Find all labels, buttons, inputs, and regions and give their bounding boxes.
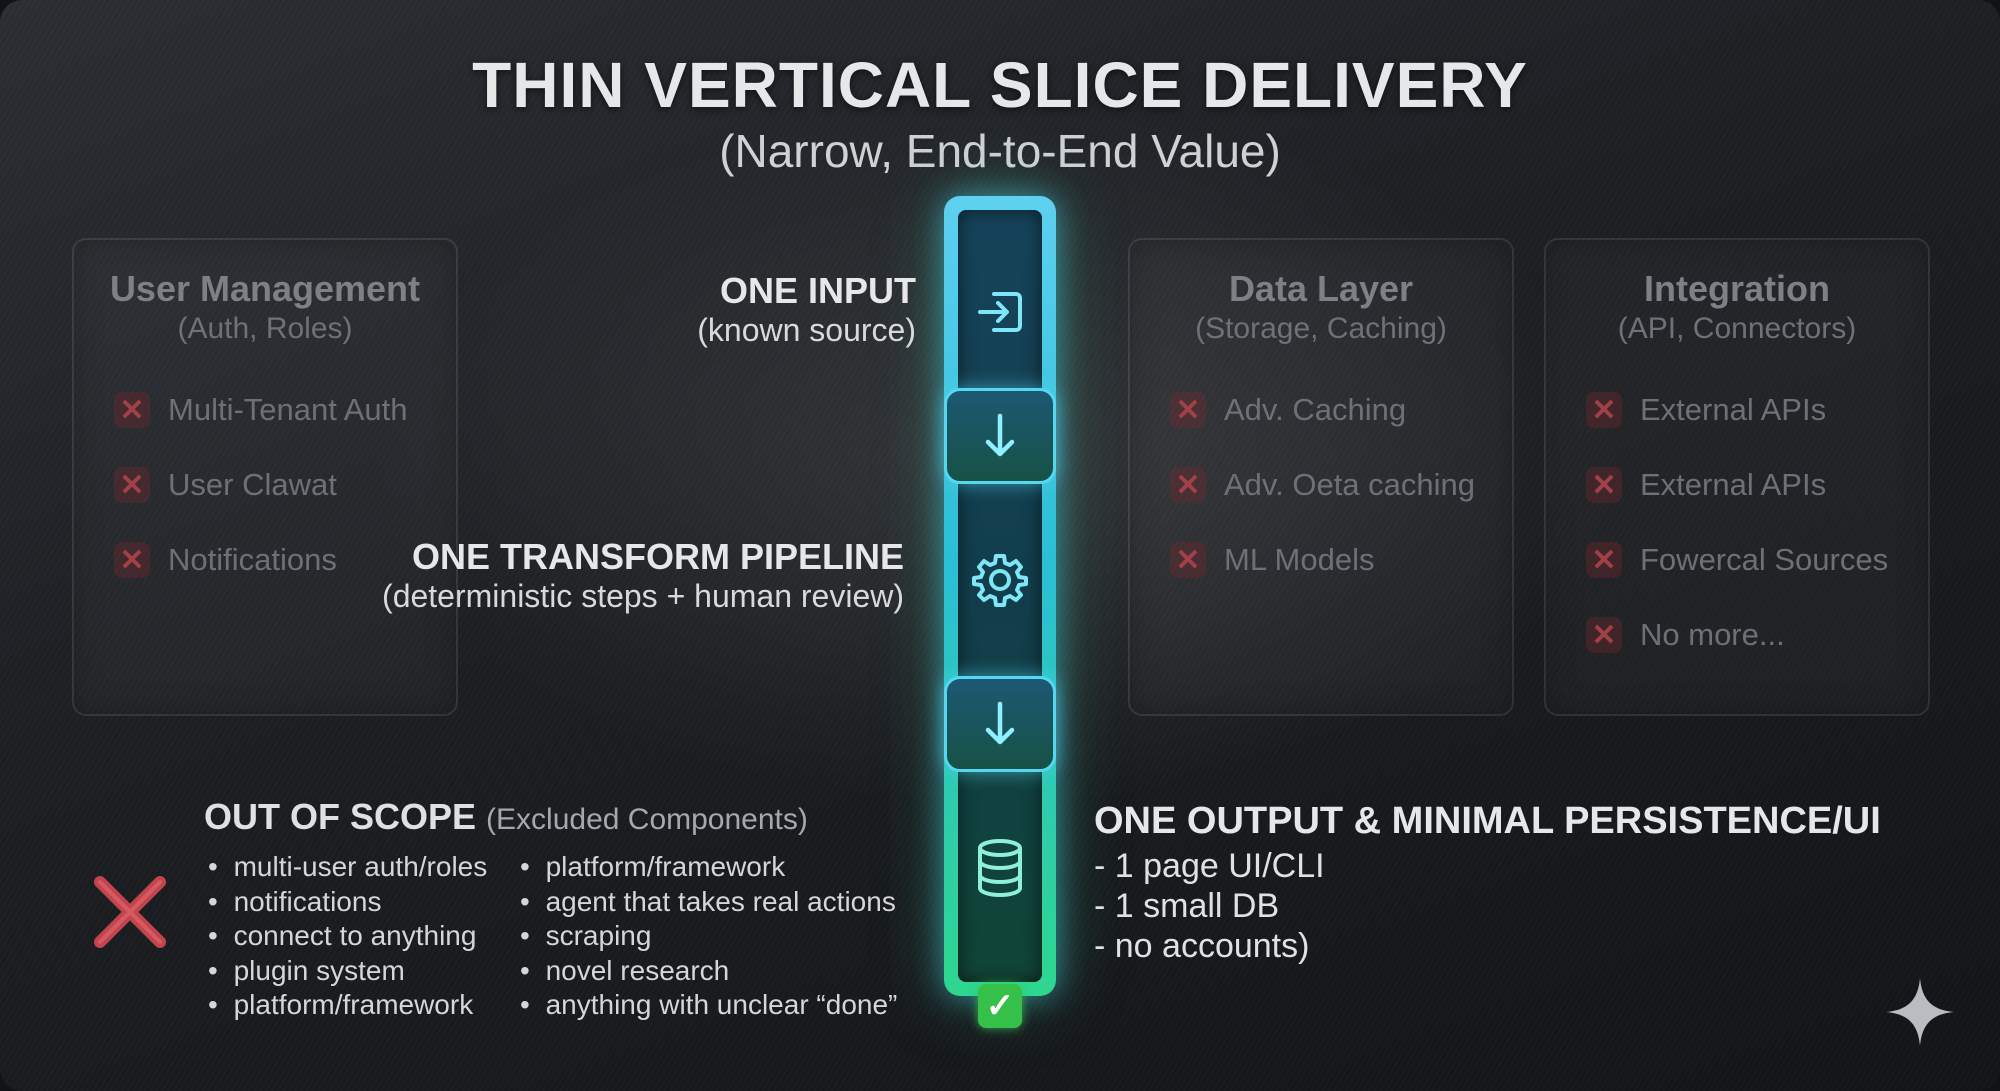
out-of-scope-heading: OUT OF SCOPE (Excluded Components)	[204, 796, 808, 838]
excluded-item: ✕ External APIs	[1586, 390, 1826, 430]
excluded-item: ✕ ML Models	[1170, 540, 1374, 580]
pipeline-title: ONE TRANSFORM PIPELINE	[411, 536, 904, 577]
output-list: - 1 page UI/CLI - 1 small DB - no accoun…	[1094, 846, 1325, 966]
x-icon: ✕	[1170, 542, 1206, 578]
list-item: novel research	[520, 954, 897, 989]
excluded-item: ✕ Adv. Caching	[1170, 390, 1406, 430]
panel-subtitle: (Auth, Roles)	[177, 312, 353, 345]
x-icon: ✕	[114, 467, 150, 503]
sign-in-icon	[944, 264, 1056, 360]
pipeline-label: ONE TRANSFORM PIPELINE (deterministic st…	[340, 536, 904, 615]
excluded-item: ✕ External APIs	[1586, 465, 1826, 505]
excluded-item-label: Notifications	[168, 542, 337, 577]
x-icon: ✕	[1586, 392, 1622, 428]
x-icon: ✕	[1586, 617, 1622, 653]
out-of-scope-list-2: platform/framework agent that takes real…	[520, 850, 898, 1023]
x-icon: ✕	[1170, 467, 1206, 503]
excluded-item: ✕ Notifications	[114, 540, 337, 580]
panel-data-layer: Data Layer (Storage, Caching) ✕ Adv. Cac…	[1128, 238, 1514, 716]
output-item: - 1 small DB	[1094, 887, 1280, 925]
out-of-scope-title: OUT OF SCOPE	[204, 796, 477, 837]
input-label: ONE INPUT (known source)	[560, 270, 916, 349]
excluded-item-label: Adv. Caching	[1224, 392, 1407, 427]
output-title: ONE OUTPUT & MINIMAL PERSISTENCE/UI	[1094, 800, 1881, 842]
panel-integration: Integration (API, Connectors) ✕ External…	[1544, 238, 1930, 716]
list-item: anything with unclear “done”	[520, 988, 898, 1023]
exclude-x-icon	[94, 876, 166, 948]
vertical-slice-bar: ✓	[944, 196, 1056, 1028]
x-icon: ✕	[114, 542, 150, 578]
excluded-item-label: ML Models	[1224, 542, 1375, 577]
x-icon: ✕	[114, 392, 150, 428]
panel-title: Data Layer	[1228, 268, 1414, 309]
panel-title: Integration	[1644, 268, 1830, 309]
gear-icon	[944, 532, 1056, 628]
x-icon: ✕	[1586, 542, 1622, 578]
x-icon: ✕	[1586, 467, 1622, 503]
pipeline-subtitle: (deterministic steps + human review)	[382, 578, 904, 614]
list-item: scraping	[520, 919, 897, 954]
list-item: platform/framework	[520, 850, 897, 885]
list-item: connect to anything	[208, 919, 487, 954]
output-item: - 1 page UI/CLI	[1094, 847, 1325, 885]
excluded-item: ✕ Adv. Oeta caching	[1170, 465, 1475, 505]
panel-title: User Management	[109, 268, 421, 309]
x-icon: ✕	[1170, 392, 1206, 428]
list-item: platform/framework	[208, 988, 487, 1023]
panel-user-management: User Management (Auth, Roles) ✕ Multi-Te…	[72, 238, 458, 716]
excluded-item: ✕ No more...	[1586, 615, 1785, 655]
excluded-item-label: External APIs	[1640, 392, 1827, 427]
list-item: multi-user auth/roles	[208, 850, 488, 885]
input-title: ONE INPUT	[719, 270, 916, 311]
excluded-item-label: No more...	[1640, 617, 1785, 652]
list-item: plugin system	[208, 954, 487, 989]
excluded-item: ✕ Multi-Tenant Auth	[114, 390, 408, 430]
list-item: agent that takes real actions	[520, 885, 897, 920]
output-item: - no accounts)	[1094, 927, 1310, 965]
arrow-down-icon	[944, 388, 1056, 484]
excluded-item: ✕ User Clawat	[114, 465, 337, 505]
out-of-scope-list-1: multi-user auth/roles notifications conn…	[208, 850, 488, 1023]
input-subtitle: (known source)	[697, 312, 916, 348]
arrow-down-icon	[944, 676, 1056, 772]
panel-subtitle: (Storage, Caching)	[1195, 312, 1447, 345]
list-item: notifications	[208, 885, 487, 920]
page-title: THIN VERTICAL SLICE DELIVERY	[472, 49, 1528, 121]
database-icon	[944, 820, 1056, 916]
excluded-item-label: External APIs	[1640, 467, 1827, 502]
excluded-item-label: Multi-Tenant Auth	[168, 392, 408, 427]
excluded-item-label: Adv. Oeta caching	[1224, 467, 1476, 502]
panel-subtitle: (API, Connectors)	[1617, 312, 1857, 345]
out-of-scope-subtitle: (Excluded Components)	[486, 803, 808, 836]
sparkle-icon	[1886, 978, 1954, 1046]
excluded-item-label: Fowercal Sources	[1640, 542, 1889, 577]
page-subtitle: (Narrow, End-to-End Value)	[719, 125, 1281, 177]
check-icon: ✓	[978, 984, 1022, 1028]
excluded-item-label: User Clawat	[168, 467, 337, 502]
excluded-item: ✕ Fowercal Sources	[1586, 540, 1888, 580]
